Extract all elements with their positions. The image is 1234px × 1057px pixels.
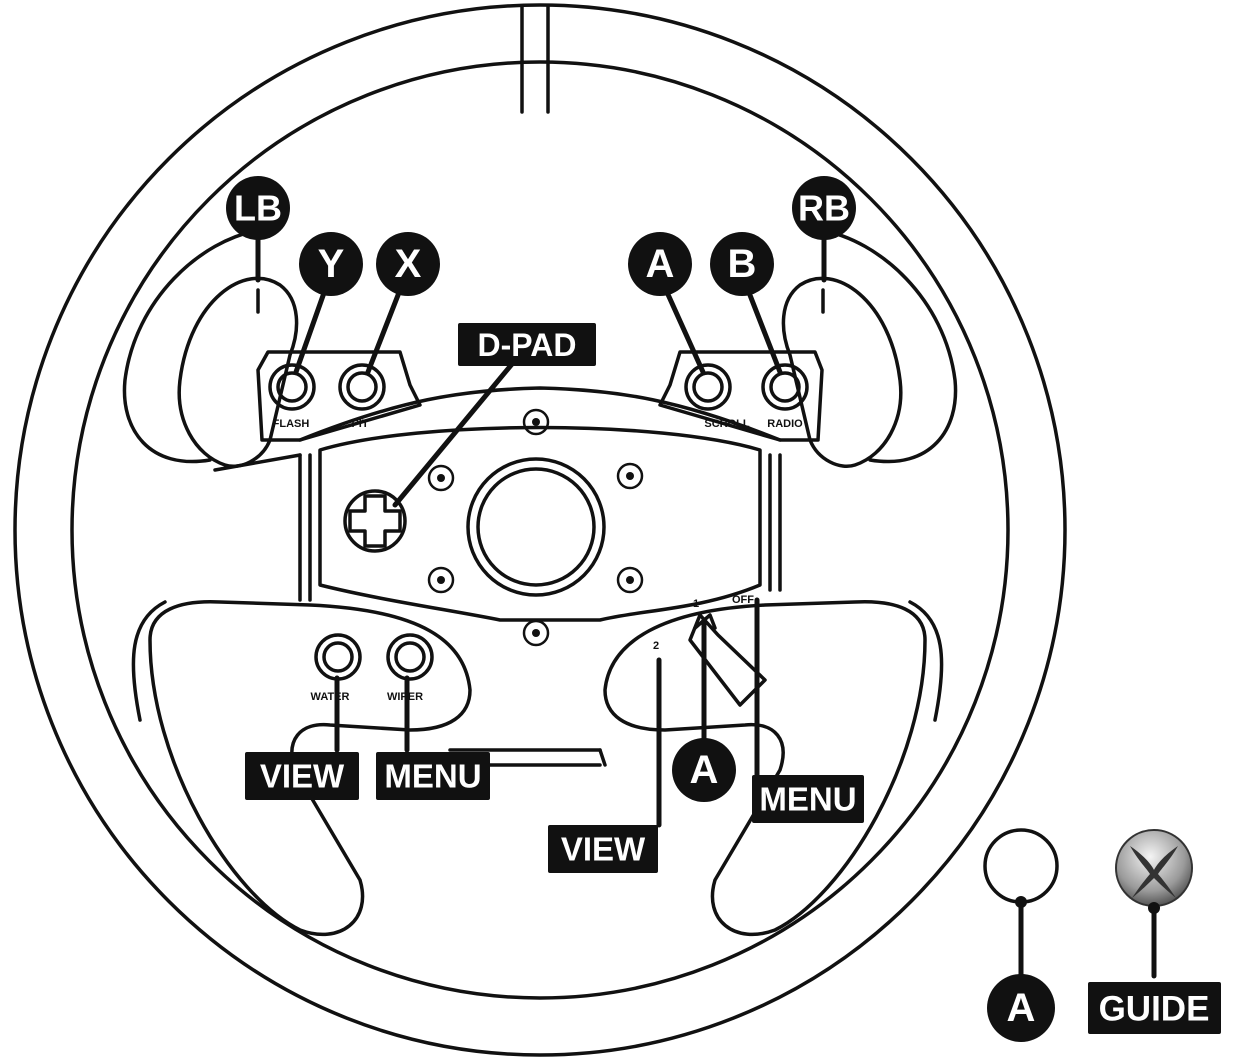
pit-button[interactable] [338,363,386,411]
pit-button-label: PIT [351,418,368,430]
svg-text:MENU: MENU [759,781,856,818]
b-badge-top: B [710,232,774,296]
water-button-label: WATER [311,691,350,703]
leader-lines [255,227,1157,979]
scroll-button[interactable] [684,363,732,411]
flash-button[interactable] [268,363,316,411]
scroll-button-label: SCROLL [704,418,750,430]
dpad-control[interactable] [343,489,407,553]
svg-text:GUIDE: GUIDE [1099,990,1210,1029]
x-badge: X [376,232,440,296]
upper-right-grip [781,228,958,468]
dpad-tag: D-PAD [458,323,596,366]
radio-button-label: RADIO [767,418,803,430]
svg-text:X: X [395,242,422,286]
switch-pos-1-label: 1 [693,598,699,610]
lb-badge: LB [226,176,290,240]
menu-tag-left: MENU [376,752,490,800]
svg-text:VIEW: VIEW [260,758,345,795]
a-badge-base: A [987,974,1055,1042]
view-tag-right: VIEW [548,825,658,873]
center-boss [466,457,606,597]
switch-pos-2-label: 2 [653,640,659,652]
svg-text:A: A [1007,986,1036,1030]
svg-text:VIEW: VIEW [561,831,646,868]
svg-text:A: A [690,748,719,792]
svg-text:B: B [728,242,757,286]
xbox-guide-button-icon [1115,829,1193,914]
y-badge: Y [299,232,363,296]
lower-left-grip [131,600,472,937]
radio-button[interactable] [761,363,809,411]
flash-button-label: FLASH [273,418,310,430]
svg-text:Y: Y [318,242,345,286]
a-badge-switch: A [672,738,736,802]
rb-badge: RB [792,176,856,240]
svg-text:RB: RB [798,188,850,229]
wiper-button[interactable] [386,633,434,681]
guide-tag: GUIDE [1088,982,1221,1034]
upper-left-grip [122,228,299,468]
svg-text:MENU: MENU [384,758,481,795]
view-tag-left: VIEW [245,752,359,800]
blank-circle-button-icon [983,828,1059,908]
wheel-rim [13,3,1067,1057]
svg-text:D-PAD: D-PAD [478,327,577,363]
svg-text:A: A [646,242,675,286]
lower-left-grip-upper-bar [213,453,302,472]
a-badge-top: A [628,232,692,296]
water-button[interactable] [314,633,362,681]
svg-text:LB: LB [234,188,282,229]
switch-off-label: OFF [732,594,754,606]
rotary-switch[interactable] [688,613,767,707]
hub-body [256,350,824,767]
hub-bolts [427,408,644,647]
menu-tag-right: MENU [752,775,864,823]
